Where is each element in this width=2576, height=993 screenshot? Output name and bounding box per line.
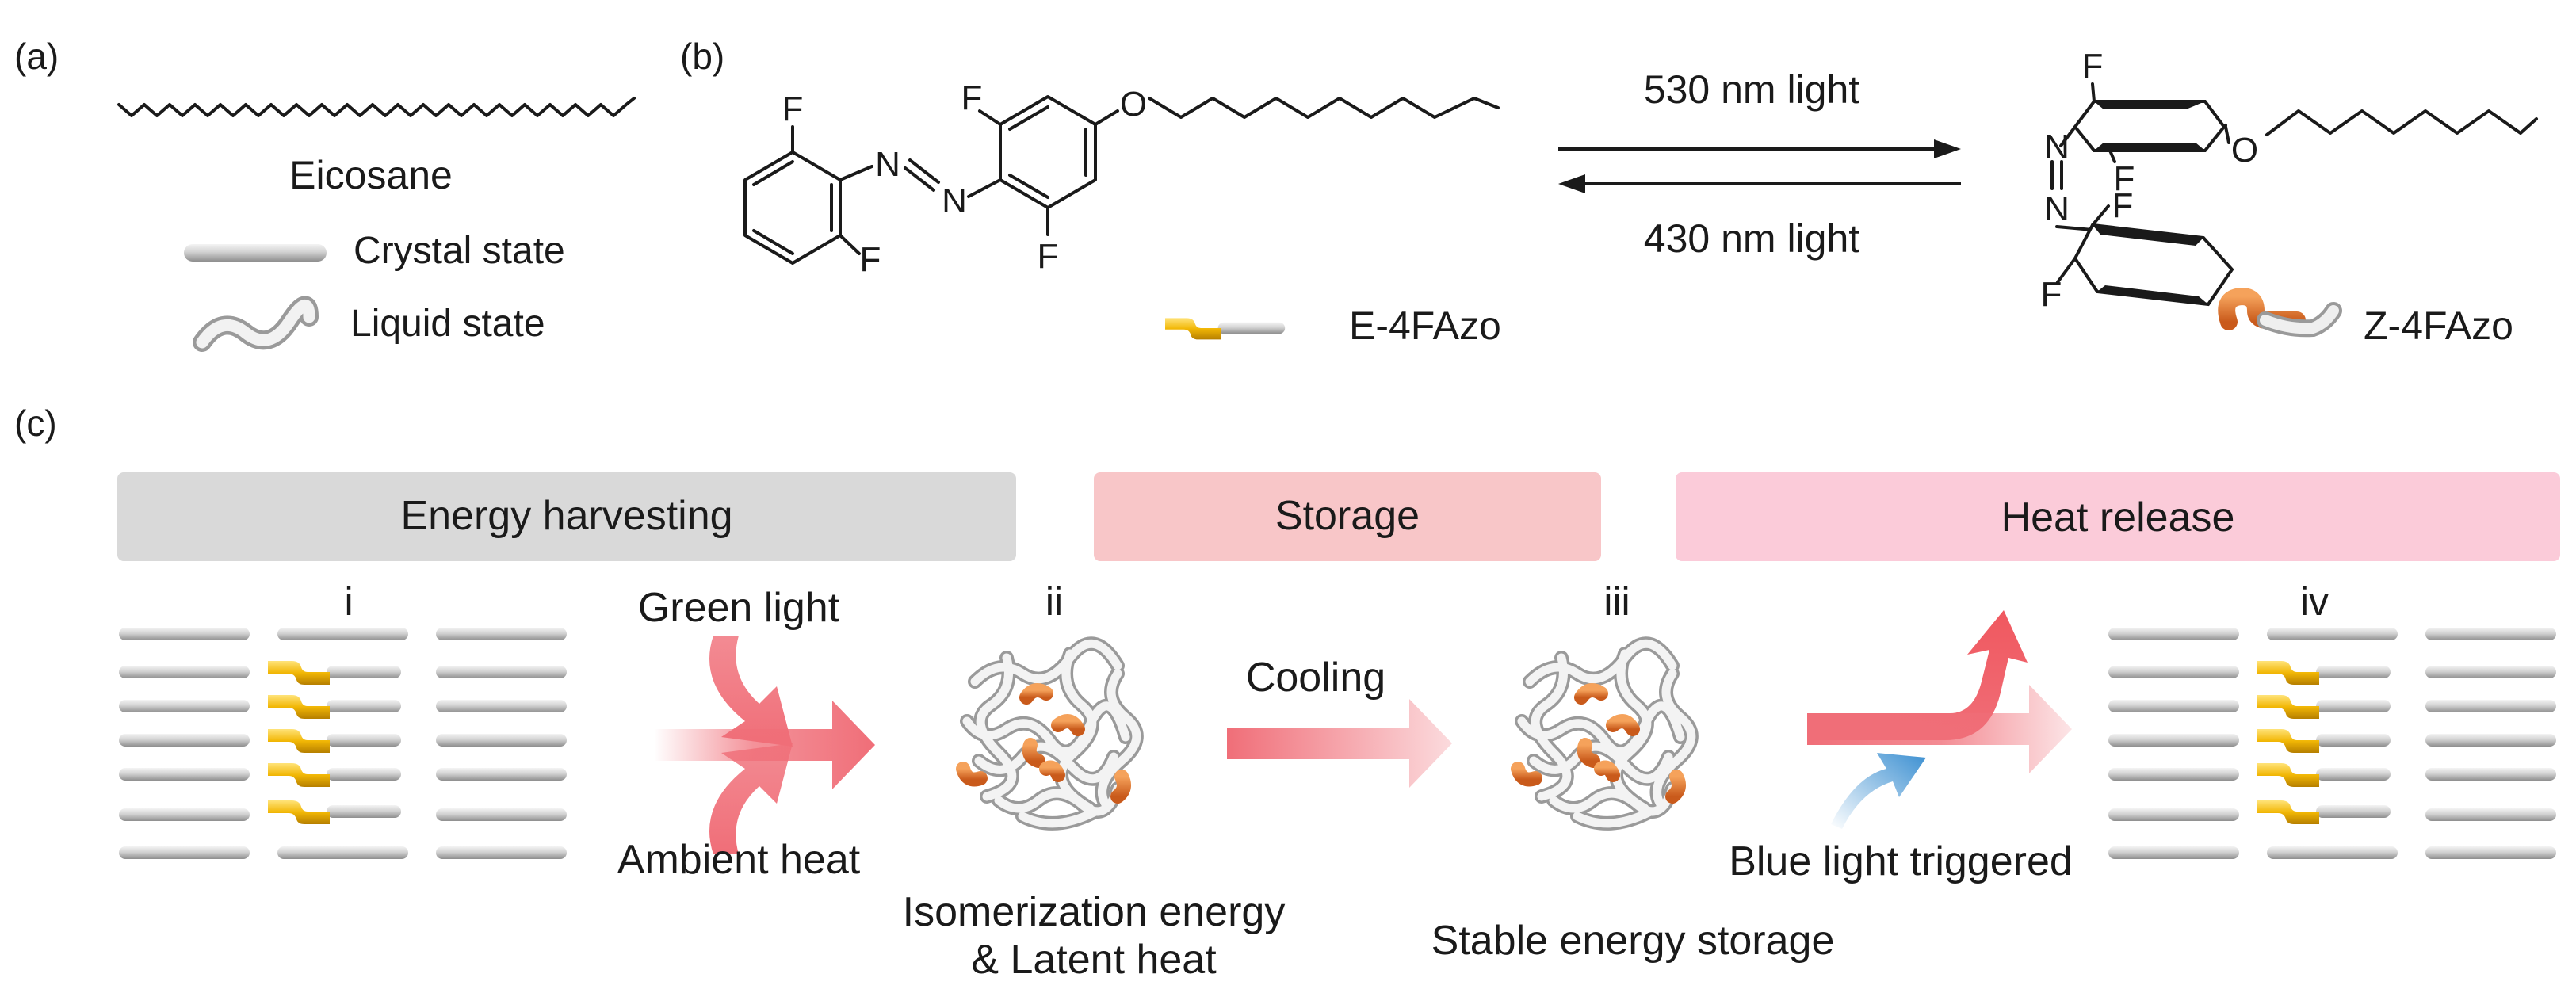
state-iv-label: iv (2300, 579, 2329, 624)
e-4fazo-label: E-4FAzo (1349, 304, 1501, 348)
state-iii-caption: Stable energy storage (1431, 918, 1835, 964)
heat-release-title: Heat release (2001, 495, 2235, 540)
atom-fluorine: F (2041, 275, 2062, 314)
crystal-state-rod-icon (184, 244, 327, 262)
cooling-arrow (1227, 699, 1452, 788)
panel-c-label: (c) (14, 403, 57, 444)
eicosane-label: Eicosane (289, 153, 453, 197)
ambient-heat-label: Ambient heat (617, 837, 861, 883)
harvest-main-arrow (654, 701, 875, 789)
atom-fluorine: F (782, 90, 804, 128)
heat-release-bar (1676, 472, 2560, 561)
heat-release-main-arrow (1807, 685, 2072, 773)
panel-a-label: (a) (14, 36, 59, 77)
state-ii-caption-line2: & Latent heat (971, 937, 1217, 983)
storage-title: Storage (1275, 493, 1420, 539)
green-light-label: Green light (638, 585, 840, 631)
e-4fazo-icon (1165, 318, 1286, 340)
z-4fazo-icon (2218, 287, 2342, 338)
liquid-state-label: Liquid state (350, 303, 545, 345)
blue-light-arrow (1831, 753, 1926, 829)
ambient-heat-arrow (709, 743, 793, 854)
atom-fluorine: F (961, 78, 983, 117)
energy-harvesting-bar (117, 472, 1016, 561)
state-ii-label: ii (1045, 579, 1063, 624)
state-i-label: i (344, 579, 353, 624)
atom-fluorine: F (2112, 186, 2134, 225)
backward-arrowhead (1558, 174, 1585, 193)
atom-nitrogen: N (2044, 189, 2070, 228)
blue-light-label: Blue light triggered (1729, 838, 2073, 884)
green-light-arrow (709, 636, 793, 747)
cooling-label: Cooling (1246, 655, 1385, 701)
panel-a: (a) Eicosane Crystal state Liquid state (14, 36, 636, 352)
state-iii-label: iii (1603, 579, 1630, 624)
z-4fazo-label: Z-4FAzo (2364, 304, 2513, 348)
atom-fluorine: F (1038, 237, 1059, 276)
crystal-state-label: Crystal state (354, 230, 565, 272)
atom-fluorine: F (2082, 47, 2104, 86)
panel-b-label: (b) (680, 36, 724, 77)
panel-b: (b) F F N N F F O (680, 36, 2538, 348)
state-i-crystal-lattice (119, 628, 567, 859)
forward-arrowhead (1934, 139, 1961, 158)
atom-nitrogen: N (875, 145, 900, 184)
atom-oxygen: O (2231, 131, 2258, 170)
energy-harvesting-title: Energy harvesting (400, 493, 732, 539)
e-4fazo-structure: F F N N F F O (743, 78, 1500, 279)
forward-light-label: 530 nm light (1644, 67, 1859, 112)
state-ii-liquid-blob (963, 644, 1137, 823)
state-iv-crystal-lattice (2108, 628, 2556, 859)
atom-nitrogen: N (942, 181, 967, 220)
heat-release-up-arrow (1807, 610, 2028, 740)
panel-c: (c) Energy harvesting Storage Heat relea… (14, 403, 2560, 983)
z-4fazo-structure: F F O N N F F (2041, 47, 2538, 314)
atom-fluorine: F (860, 240, 881, 279)
eicosane-structure (117, 97, 636, 117)
backward-light-label: 430 nm light (1644, 216, 1859, 261)
state-ii-caption-line1: Isomerization energy (903, 889, 1286, 935)
atom-nitrogen: N (2044, 128, 2070, 166)
storage-bar (1094, 472, 1601, 561)
state-iii-liquid-blob (1518, 644, 1691, 823)
atom-fluorine: F (2114, 159, 2135, 198)
atom-oxygen: O (1120, 85, 1147, 124)
